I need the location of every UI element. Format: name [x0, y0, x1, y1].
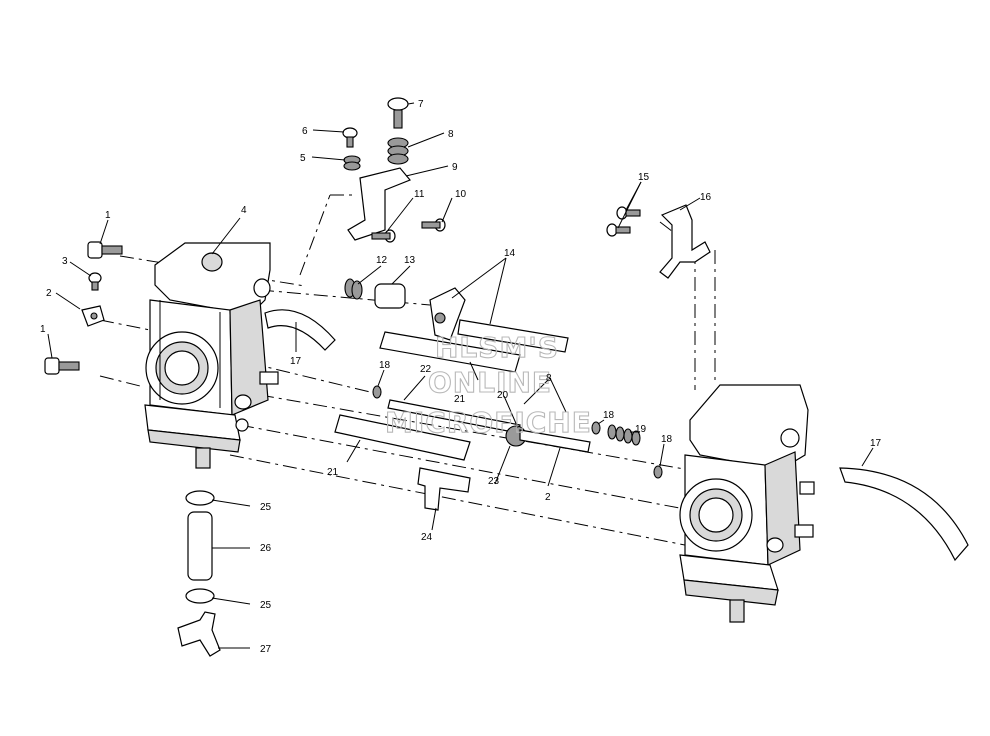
screw-10 — [421, 218, 446, 232]
callout-2-left: 2 — [46, 288, 52, 299]
callout-13: 13 — [404, 255, 416, 266]
clamp-25-upper — [185, 490, 215, 506]
cam-23 — [505, 425, 591, 453]
hose-17-left — [264, 309, 336, 351]
callout-1-lower: 1 — [40, 324, 46, 335]
callout-18-left: 18 — [379, 360, 391, 371]
clip-2-left — [81, 305, 105, 327]
bracket-16 — [659, 204, 711, 279]
spring-12 — [344, 278, 363, 300]
clamp-25-lower — [185, 588, 215, 604]
callout-10: 10 — [455, 189, 467, 200]
callout-9: 9 — [452, 162, 458, 173]
callout-22: 22 — [420, 364, 432, 375]
callout-23: 23 — [488, 476, 500, 487]
callout-26: 26 — [260, 543, 272, 554]
lever-14 — [429, 287, 466, 341]
callout-21-lower: 21 — [327, 467, 339, 478]
right-carburetor-body — [679, 384, 815, 623]
washers-18 — [372, 385, 663, 479]
shaft-21-upper — [379, 331, 521, 373]
callout-12: 12 — [376, 255, 388, 266]
screw-1-upper — [87, 241, 123, 259]
callout-8-top: 8 — [448, 129, 454, 140]
spring-5 — [343, 155, 361, 171]
callout-6: 6 — [302, 126, 308, 137]
tee-27 — [177, 611, 221, 657]
callout-7: 7 — [418, 99, 424, 110]
callout-18-right: 18 — [661, 434, 673, 445]
callout-19: 19 — [635, 424, 647, 435]
screws-15 — [606, 206, 641, 237]
callout-27: 27 — [260, 644, 272, 655]
callout-24: 24 — [421, 532, 433, 543]
hose-17-right — [839, 467, 969, 562]
callout-21-upper: 21 — [454, 394, 466, 405]
shaft-21-lower — [334, 414, 471, 461]
tube-26 — [187, 511, 213, 581]
callout-20: 20 — [497, 390, 509, 401]
callout-leader-lines — [47, 102, 874, 649]
screw-7 — [387, 97, 409, 129]
callout-4: 4 — [241, 205, 247, 216]
spring-19 — [607, 424, 641, 446]
watermark: HLSM'S ONLINE MICROFICHE — [384, 330, 592, 439]
screw-6 — [342, 127, 358, 148]
bushing-13 — [374, 283, 406, 309]
callout-3: 3 — [62, 256, 68, 267]
spring-8 — [387, 137, 409, 165]
callout-14: 14 — [504, 248, 516, 259]
callout-15: 15 — [638, 172, 650, 183]
callout-2-right: 2 — [545, 492, 551, 503]
callout-16: 16 — [700, 192, 712, 203]
callout-18-middle: 18 — [603, 410, 615, 421]
callout-11: 11 — [414, 189, 425, 200]
screw-11 — [371, 229, 396, 243]
callout-25-upper: 25 — [260, 502, 272, 513]
left-carburetor-body — [144, 242, 279, 469]
watermark-line-2: ONLINE — [428, 366, 552, 399]
bracket-9 — [347, 167, 411, 241]
watermark-line-1: HLSM'S — [435, 331, 559, 364]
tee-24 — [417, 467, 471, 511]
screw-3 — [88, 272, 102, 291]
screw-1-lower — [44, 357, 80, 375]
callout-17-right: 17 — [870, 438, 882, 449]
callout-5: 5 — [300, 153, 306, 164]
callout-labels: 1 1 2 2 3 4 5 6 7 8 8 9 10 11 12 13 14 1… — [40, 99, 882, 655]
shaft-14 — [457, 319, 569, 353]
callout-8-middle: 8 — [546, 373, 552, 384]
callout-25-lower: 25 — [260, 600, 272, 611]
callout-17-left: 17 — [290, 356, 302, 367]
watermark-line-3: MICROFICHE — [385, 406, 592, 439]
callout-1-upper: 1 — [105, 210, 111, 221]
alignment-axis-lines — [99, 194, 716, 549]
